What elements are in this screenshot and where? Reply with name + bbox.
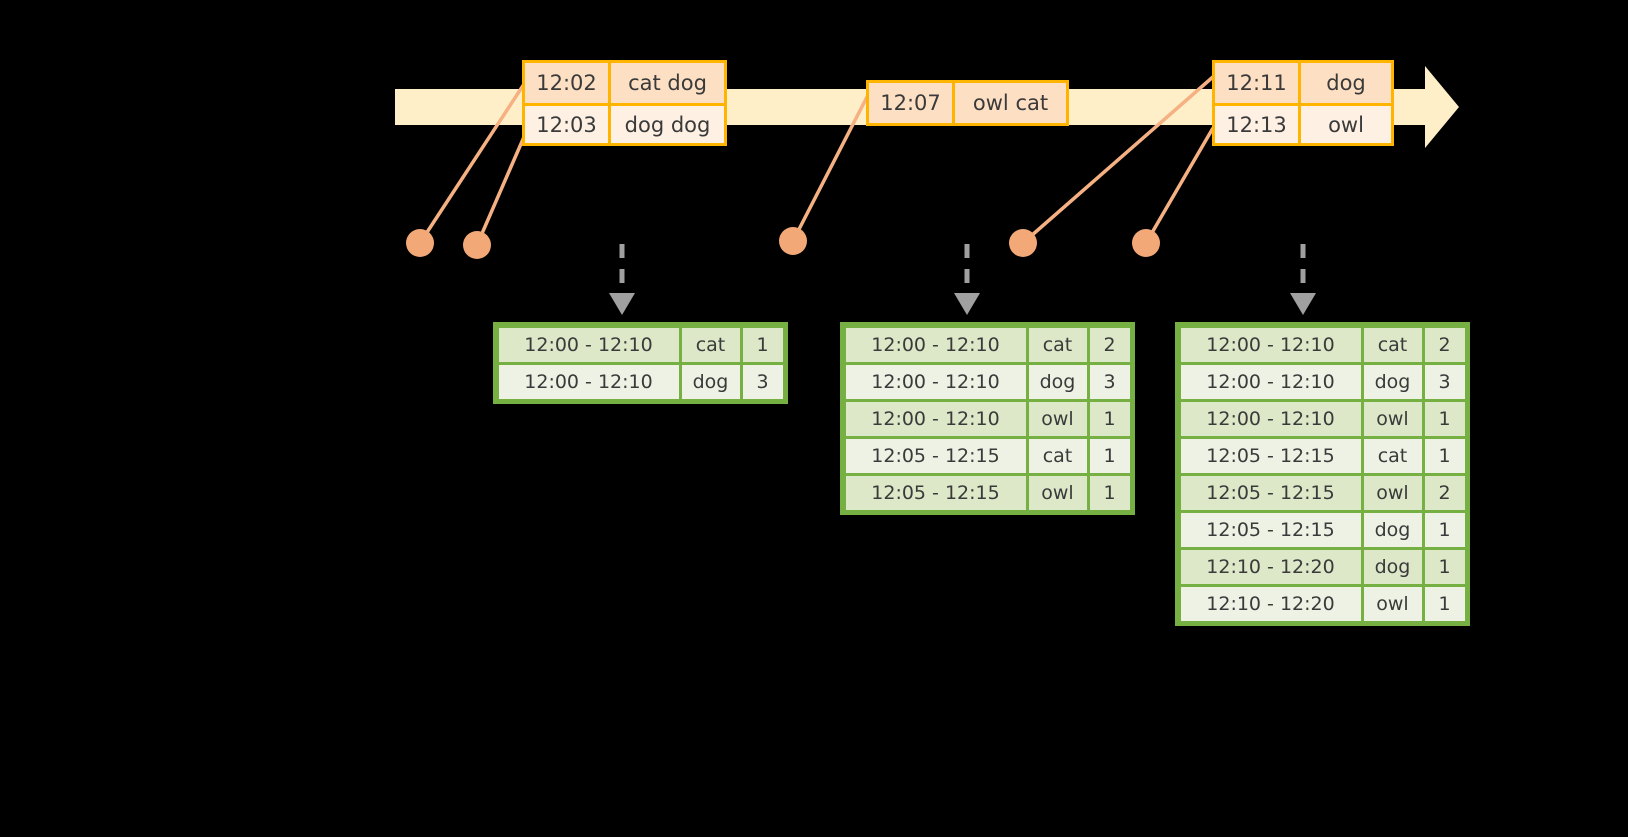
cell-word: owl: [1363, 475, 1422, 510]
table-row[interactable]: 12:00 - 12:10 dog 3: [1179, 363, 1466, 400]
cell-count: 1: [1089, 401, 1130, 436]
cell-count: 3: [1424, 364, 1465, 399]
result-table-3[interactable]: 12:00 - 12:10 cat 2 12:00 - 12:10 dog 3 …: [1175, 322, 1470, 626]
event-words: dog: [1326, 71, 1366, 95]
event-row[interactable]: 12:03 dog dog: [525, 103, 724, 143]
cell-count: 1: [1424, 549, 1465, 584]
connector-line-1: [418, 77, 530, 244]
table-row[interactable]: 12:00 - 12:10 cat 1: [497, 326, 784, 363]
cell-count: 1: [1089, 475, 1130, 510]
table-row[interactable]: 12:00 - 12:10 dog 3: [497, 363, 784, 400]
event-row[interactable]: 12:11 dog: [1215, 63, 1391, 103]
cell-count: 1: [1424, 586, 1465, 621]
event-group-3[interactable]: 12:11 dog 12:13 owl: [1212, 60, 1394, 146]
cell-word: dog: [1363, 364, 1422, 399]
cell-window: 12:00 - 12:10: [1180, 364, 1361, 399]
cell-word: dog: [1363, 549, 1422, 584]
event-words: owl cat: [972, 91, 1049, 115]
connector-line-3: [791, 94, 870, 242]
table-row[interactable]: 12:10 - 12:20 owl 1: [1179, 585, 1466, 622]
event-row[interactable]: 12:02 cat dog: [525, 63, 724, 103]
event-dot-1: [406, 229, 434, 257]
table-row[interactable]: 12:00 - 12:10 dog 3: [844, 363, 1131, 400]
cell-count: 2: [1424, 475, 1465, 510]
cell-window: 12:10 - 12:20: [1180, 586, 1361, 621]
table-row[interactable]: 12:00 - 12:10 cat 2: [1179, 326, 1466, 363]
event-words: dog dog: [624, 112, 711, 137]
cell-word: owl: [1028, 401, 1087, 436]
cell-count: 3: [742, 364, 783, 399]
cell-word: cat: [1028, 327, 1087, 362]
event-dot-5: [1132, 229, 1160, 257]
cell-window: 12:00 - 12:10: [845, 364, 1026, 399]
cell-window: 12:05 - 12:15: [845, 438, 1026, 473]
cell-count: 1: [1424, 438, 1465, 473]
table-row[interactable]: 12:05 - 12:15 owl 2: [1179, 474, 1466, 511]
event-time: 12:07: [869, 83, 955, 123]
event-group-2[interactable]: 12:07 owl cat: [866, 80, 1069, 126]
connector-line-2: [475, 129, 529, 246]
cell-word: dog: [1028, 364, 1087, 399]
event-dot-4: [1009, 229, 1037, 257]
cell-word: dog: [1363, 512, 1422, 547]
event-time: 12:13: [1215, 106, 1301, 143]
cell-window: 12:05 - 12:15: [1180, 438, 1361, 473]
table-row[interactable]: 12:05 - 12:15 dog 1: [1179, 511, 1466, 548]
table-row[interactable]: 12:00 - 12:10 owl 1: [844, 400, 1131, 437]
cell-word: owl: [1028, 475, 1087, 510]
table-row[interactable]: 12:05 - 12:15 cat 1: [1179, 437, 1466, 474]
cell-word: cat: [681, 327, 740, 362]
event-time: 12:03: [525, 106, 611, 143]
cell-window: 12:00 - 12:10: [498, 364, 679, 399]
result-table-1[interactable]: 12:00 - 12:10 cat 1 12:00 - 12:10 dog 3: [493, 322, 788, 404]
table-row[interactable]: 12:05 - 12:15 owl 1: [844, 474, 1131, 511]
cell-word: cat: [1363, 327, 1422, 362]
cell-window: 12:00 - 12:10: [845, 401, 1026, 436]
cell-word: cat: [1028, 438, 1087, 473]
cell-window: 12:05 - 12:15: [1180, 475, 1361, 510]
event-row[interactable]: 12:07 owl cat: [869, 83, 1066, 123]
event-row[interactable]: 12:13 owl: [1215, 103, 1391, 143]
cell-word: owl: [1363, 586, 1422, 621]
cell-window: 12:00 - 12:10: [498, 327, 679, 362]
event-dot-2: [463, 231, 491, 259]
table-row[interactable]: 12:10 - 12:20 dog 1: [1179, 548, 1466, 585]
cell-window: 12:05 - 12:15: [845, 475, 1026, 510]
result-table-2[interactable]: 12:00 - 12:10 cat 2 12:00 - 12:10 dog 3 …: [840, 322, 1135, 515]
dashed-arrow-2: [954, 244, 980, 315]
cell-count: 1: [1089, 438, 1130, 473]
cell-window: 12:00 - 12:10: [1180, 401, 1361, 436]
cell-count: 3: [1089, 364, 1130, 399]
cell-count: 1: [1424, 512, 1465, 547]
cell-count: 1: [1424, 401, 1465, 436]
cell-count: 1: [742, 327, 783, 362]
cell-word: owl: [1363, 401, 1422, 436]
dashed-arrow-3: [1290, 244, 1316, 315]
connector-line-5: [1144, 127, 1215, 244]
cell-word: dog: [681, 364, 740, 399]
table-row[interactable]: 12:00 - 12:10 owl 1: [1179, 400, 1466, 437]
event-dot-3: [779, 227, 807, 255]
cell-count: 2: [1089, 327, 1130, 362]
event-time: 12:02: [525, 63, 611, 103]
cell-window: 12:00 - 12:10: [1180, 327, 1361, 362]
table-row[interactable]: 12:00 - 12:10 cat 2: [844, 326, 1131, 363]
dashed-arrow-1: [609, 244, 635, 315]
cell-window: 12:05 - 12:15: [1180, 512, 1361, 547]
event-words: cat dog: [628, 71, 707, 95]
event-time: 12:11: [1215, 63, 1301, 103]
cell-window: 12:10 - 12:20: [1180, 549, 1361, 584]
cell-window: 12:00 - 12:10: [845, 327, 1026, 362]
cell-count: 2: [1424, 327, 1465, 362]
event-words: owl: [1328, 112, 1364, 137]
event-group-1[interactable]: 12:02 cat dog 12:03 dog dog: [522, 60, 727, 146]
cell-word: cat: [1363, 438, 1422, 473]
table-row[interactable]: 12:05 - 12:15 cat 1: [844, 437, 1131, 474]
